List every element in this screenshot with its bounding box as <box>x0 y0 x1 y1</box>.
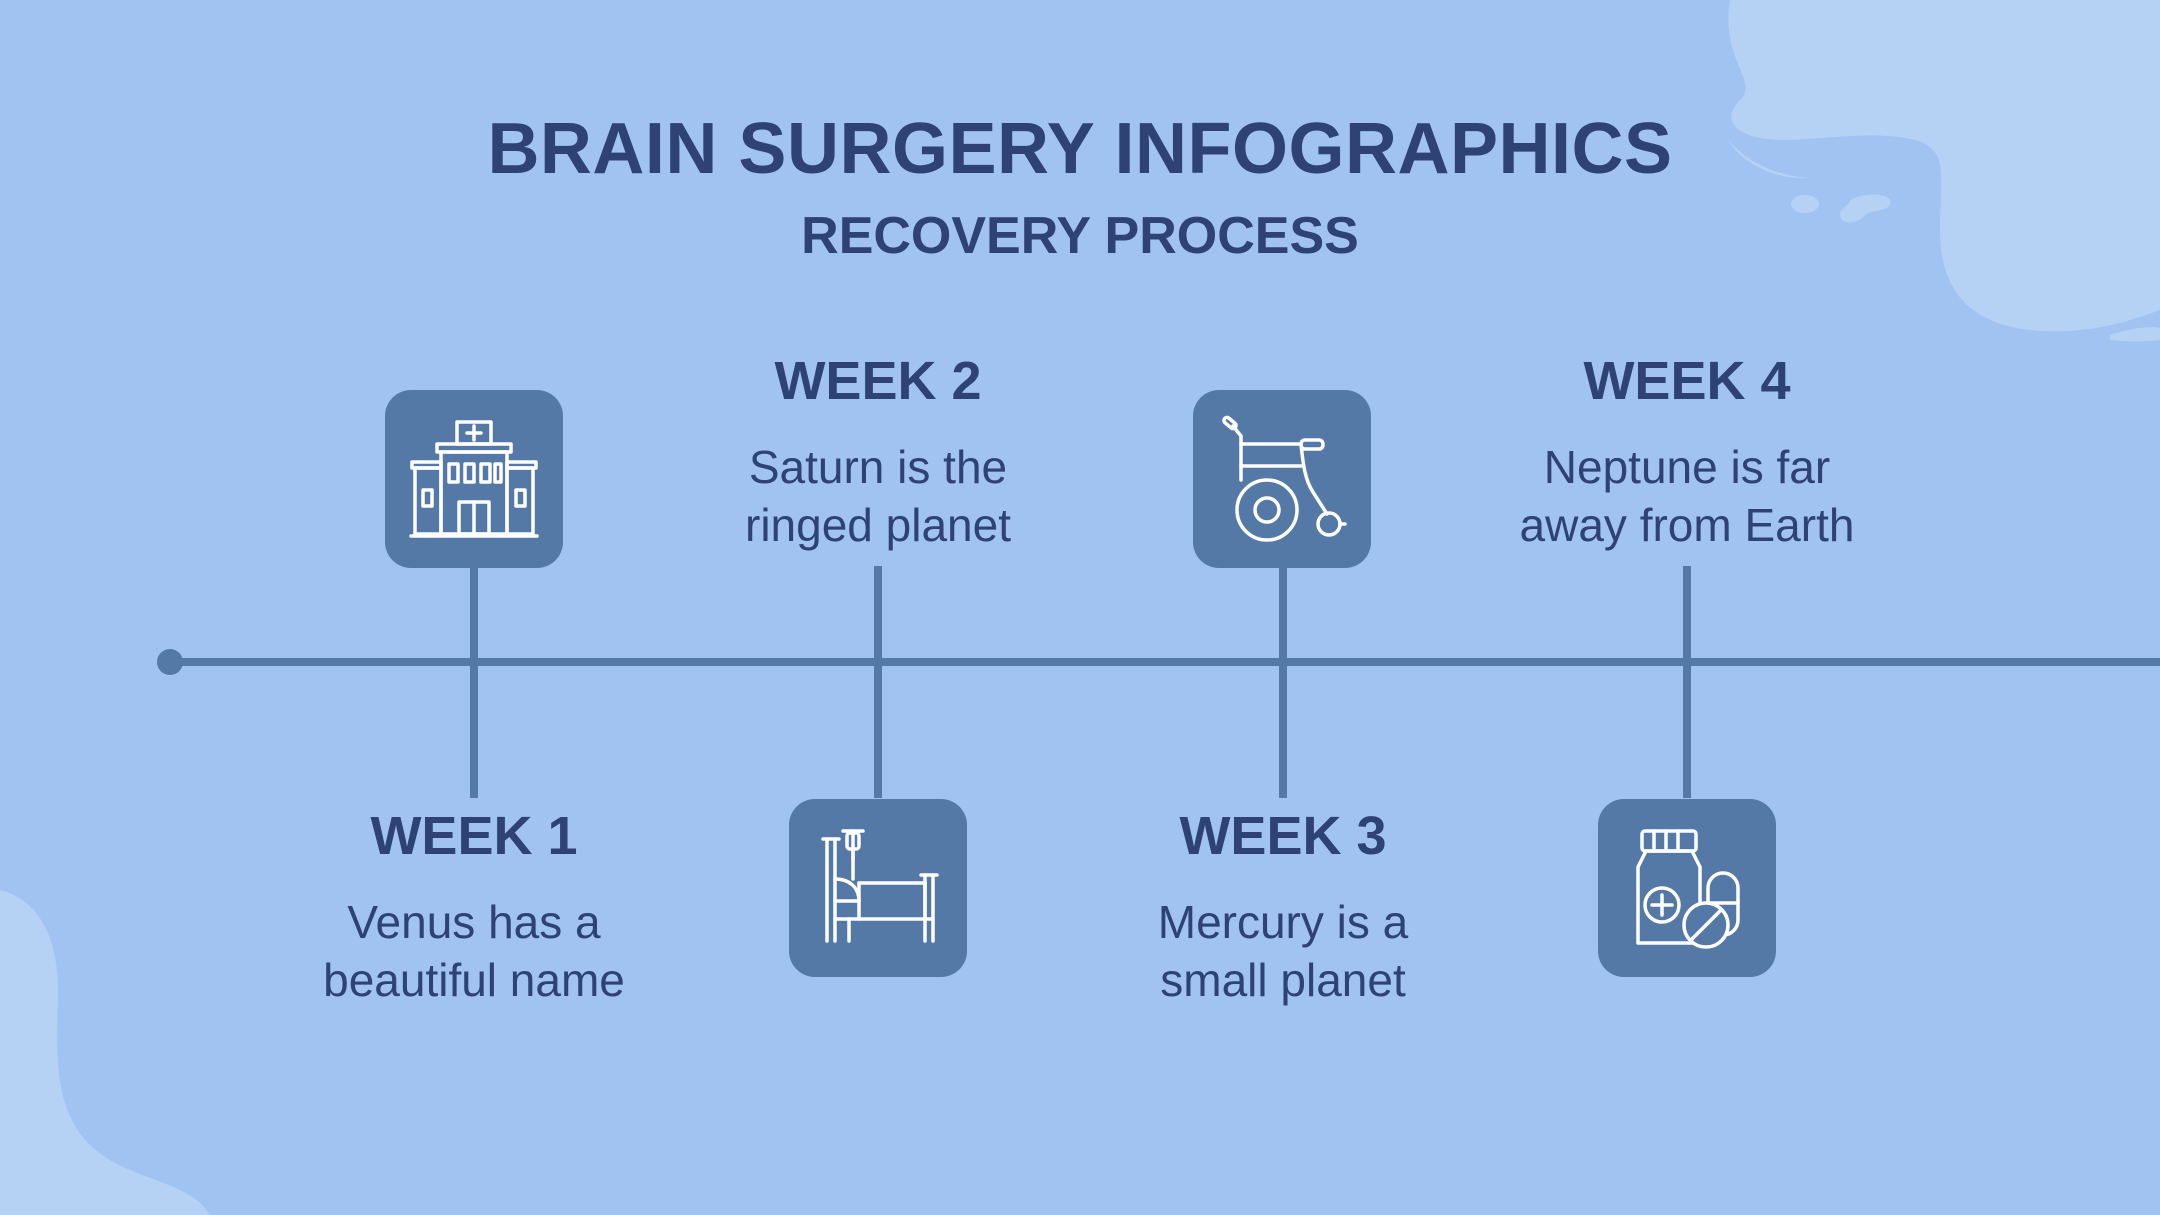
step-3-icon-box <box>1193 390 1371 568</box>
wheelchair-icon <box>1222 415 1347 542</box>
step-2-icon-box <box>789 799 967 977</box>
step-2-text: WEEK 2 Saturn is the ringed planet <box>648 350 1108 554</box>
step-4-description-line-2: away from Earth <box>1519 499 1855 551</box>
step-3-title: WEEK 3 <box>1179 806 1387 866</box>
step-4-title: WEEK 4 <box>1583 351 1791 411</box>
connector-step-3 <box>1279 566 1287 798</box>
step-3-description-line-1: Mercury is a <box>1157 896 1409 948</box>
step-1-description-line-1: Venus has a <box>347 896 601 948</box>
step-4-description: Neptune is far away from Earth <box>1457 438 1917 554</box>
page-subtitle: RECOVERY PROCESS <box>801 207 1359 265</box>
step-3-text: WEEK 3 Mercury is a small planet <box>1053 805 1513 1009</box>
step-1-title: WEEK 1 <box>370 806 578 866</box>
medicine-icon <box>1636 829 1740 949</box>
step-4-text: WEEK 4 Neptune is far away from Earth <box>1457 350 1917 554</box>
decorative-blob-top-right <box>1728 0 2160 342</box>
step-1-description: Venus has a beautiful name <box>244 893 704 1009</box>
step-1-icon-box <box>385 390 563 568</box>
step-3-description: Mercury is a small planet <box>1053 893 1513 1009</box>
step-3-description-line-2: small planet <box>1160 954 1406 1006</box>
timeline-line <box>170 658 2160 666</box>
connector-step-4 <box>1683 566 1691 798</box>
step-2-description: Saturn is the ringed planet <box>648 438 1108 554</box>
step-2-description-line-2: ringed planet <box>745 499 1011 551</box>
decorative-blob-bottom-left <box>0 890 210 1215</box>
step-4-icon-box <box>1598 799 1776 977</box>
connector-step-2 <box>874 566 882 798</box>
hospital-icon <box>409 420 539 538</box>
page-title: BRAIN SURGERY INFOGRAPHICS <box>487 109 1673 189</box>
timeline-start-dot <box>157 649 183 675</box>
step-2-description-line-1: Saturn is the <box>748 441 1008 493</box>
step-2-title: WEEK 2 <box>774 351 982 411</box>
hospital-bed-icon <box>821 829 939 943</box>
step-1-text: WEEK 1 Venus has a beautiful name <box>244 805 704 1009</box>
connector-step-1 <box>470 566 478 798</box>
step-1-description-line-2: beautiful name <box>323 954 625 1006</box>
step-4-description-line-1: Neptune is far <box>1543 441 1831 493</box>
